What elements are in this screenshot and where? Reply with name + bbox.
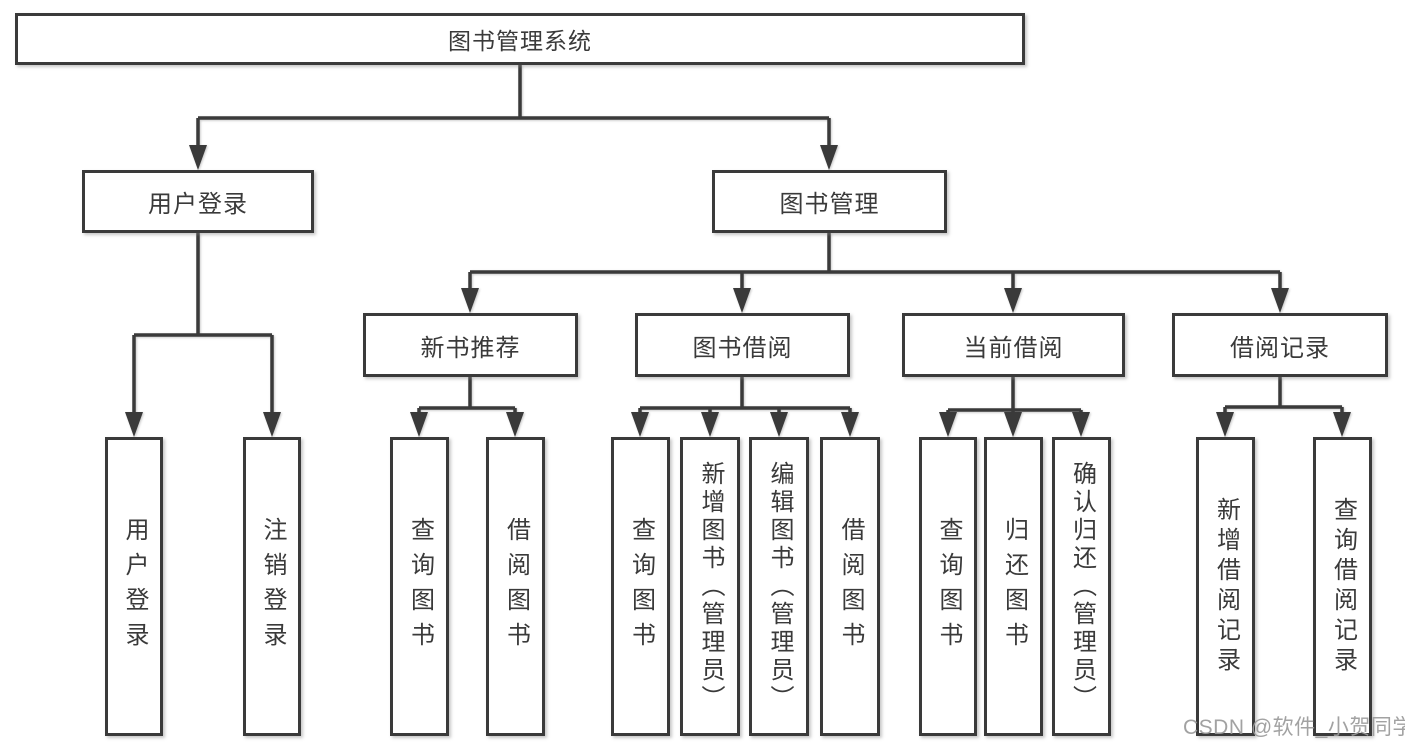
leaf-query-books-borrowing: 查询图书 [611,437,670,736]
leaf-confirm-return-admin: 确认归还（管理员） [1052,437,1111,736]
node-label: 用户登录 [148,191,248,218]
leaf-borrow-books: 借阅图书 [820,437,880,736]
node-label: 图书管理系统 [448,28,592,54]
leaf-label: 查询图书 [406,516,434,657]
leaf-query-books-recommend: 查询图书 [390,437,449,736]
leaf-label: 用户登录 [121,516,148,657]
leaf-add-borrow-record: 新增借阅记录 [1196,437,1255,736]
leaf-edit-book-admin: 编辑图书（管理员） [749,437,809,736]
watermark: CSDN @软件_小贺同学 [1183,716,1405,739]
leaf-label: 查询图书 [935,516,962,657]
leaf-query-borrow-record: 查询借阅记录 [1313,437,1372,736]
leaf-return-book: 归还图书 [984,437,1043,736]
leaf-borrow-books-recommend: 借阅图书 [486,437,545,736]
node-label: 图书管理 [779,191,880,218]
arrowheads [125,145,1351,437]
leaf-label: 借阅图书 [502,516,530,657]
node-label: 借阅记录 [1230,334,1330,362]
leaf-logout: 注销登录 [243,437,301,736]
leaf-add-book-admin: 新增图书（管理员） [680,437,740,736]
leaf-label: 编辑图书（管理员） [766,460,793,713]
node-book-management: 图书管理 [712,170,947,233]
node-label: 新书推荐 [420,334,521,362]
node-current-borrowing: 当前借阅 [902,313,1125,377]
leaf-label: 新增图书（管理员） [697,460,724,713]
node-book-borrowing: 图书借阅 [635,313,850,377]
node-library-management-system: 图书管理系统 [15,13,1025,65]
leaf-label: 查询借阅记录 [1329,496,1357,677]
node-user-login: 用户登录 [82,170,314,233]
node-new-book-recommendation: 新书推荐 [363,313,578,377]
leaf-label: 注销登录 [259,516,286,657]
node-borrowing-records: 借阅记录 [1172,313,1388,377]
leaf-label: 查询图书 [627,516,655,657]
leaf-label: 新增借阅记录 [1212,496,1240,677]
leaf-label: 归还图书 [1000,516,1028,657]
leaf-label: 借阅图书 [837,516,864,657]
leaf-label: 确认归还（管理员） [1068,460,1096,713]
leaf-user-login: 用户登录 [105,437,163,736]
leaf-query-books-current: 查询图书 [919,437,977,736]
node-label: 图书借阅 [692,334,793,362]
node-label: 当前借阅 [963,334,1064,362]
